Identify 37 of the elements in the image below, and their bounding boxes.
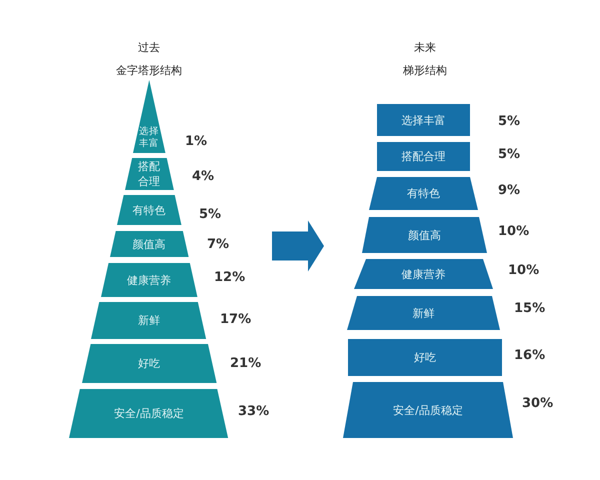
subheading: 金字塔形结构 — [116, 64, 182, 77]
pyramid-tip: 选择丰富 — [132, 80, 166, 153]
pyramid-level: 安全/品质稳定 — [343, 382, 513, 438]
arrow — [272, 220, 324, 272]
heading: 过去 — [138, 41, 160, 54]
percent-label: 9% — [498, 183, 520, 198]
percent-label: 33% — [238, 404, 270, 419]
pyramid-level: 有特色 — [116, 195, 182, 225]
pyramid-level: 健康营养 — [100, 263, 198, 297]
pyramid-level: 新鲜 — [347, 296, 500, 330]
percent-label: 21% — [230, 356, 262, 371]
pyramid-level: 搭配合理 — [377, 142, 470, 171]
percent-label: 10% — [498, 224, 530, 239]
percent-label: 17% — [220, 312, 252, 327]
percent-label: 5% — [498, 114, 520, 129]
percent-label: 30% — [522, 396, 554, 411]
subheading: 梯形结构 — [403, 64, 447, 77]
percent-label: 5% — [199, 207, 222, 222]
percent-label: 4% — [192, 169, 214, 184]
percent-label: 10% — [508, 263, 540, 278]
pyramid-level: 颜值高 — [362, 217, 487, 253]
percent-label: 12% — [214, 270, 246, 285]
pyramid-level: 安全/品质稳定 — [69, 389, 229, 438]
pyramid-level: 好吃 — [348, 339, 502, 376]
percent-label: 15% — [514, 301, 546, 316]
pyramid-level: 好吃 — [82, 344, 216, 383]
percent-label: 16% — [514, 348, 546, 363]
pyramid-level: 健康营养 — [354, 259, 493, 289]
pyramid-level: 搭配合理 — [124, 158, 174, 190]
pyramid-level: 新鲜 — [91, 302, 207, 339]
pyramid-level: 选择丰富 — [377, 104, 470, 136]
percent-label: 1% — [185, 134, 208, 149]
percent-label: 5% — [498, 147, 520, 162]
percent-label: 7% — [207, 237, 230, 252]
pyramid-level: 颜值高 — [110, 231, 188, 257]
heading: 未来 — [414, 41, 436, 54]
pyramid-level: 有特色 — [369, 177, 478, 210]
